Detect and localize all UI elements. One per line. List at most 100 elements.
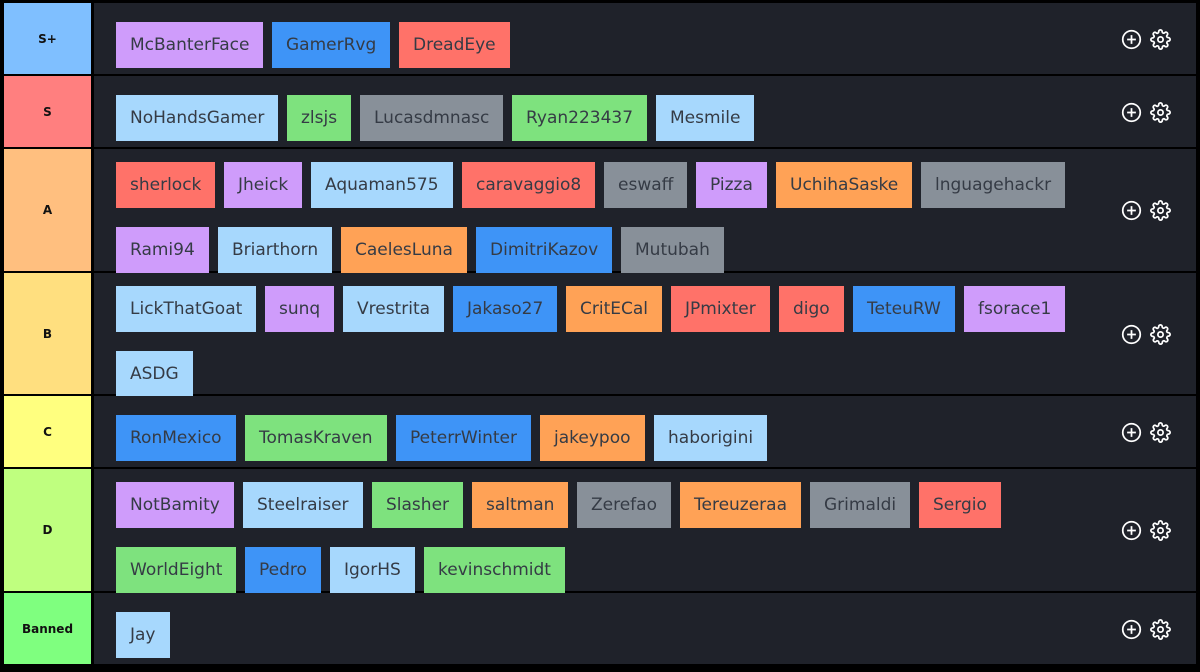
- gear-icon: [1149, 421, 1171, 443]
- tier-item[interactable]: NoHandsGamer: [116, 95, 279, 141]
- tier-item[interactable]: sunq: [265, 286, 335, 332]
- gear-icon: [1149, 519, 1171, 541]
- tier-item[interactable]: GamerRvg: [272, 22, 391, 68]
- tier-controls: [1110, 3, 1196, 74]
- tier-item[interactable]: CaelesLuna: [341, 227, 467, 273]
- tier-item[interactable]: saltman: [472, 482, 569, 528]
- plus-circle-icon: [1121, 619, 1142, 640]
- tier-item[interactable]: Briarthorn: [218, 227, 333, 273]
- add-row-button[interactable]: [1120, 519, 1142, 541]
- gear-icon: [1149, 28, 1171, 50]
- tier-item[interactable]: Grimaldi: [810, 482, 911, 528]
- tier-row-banned: Banned Jay: [4, 593, 1196, 664]
- tier-item[interactable]: Jheick: [224, 162, 303, 208]
- tier-label[interactable]: B: [4, 273, 91, 394]
- tier-item[interactable]: sherlock: [116, 162, 216, 208]
- tier-label[interactable]: C: [4, 396, 91, 467]
- tier-item[interactable]: PeterrWinter: [396, 415, 531, 461]
- tier-item[interactable]: kevinschmidt: [424, 547, 565, 593]
- tier-label[interactable]: A: [4, 149, 91, 271]
- tier-item[interactable]: JPmixter: [671, 286, 770, 332]
- row-settings-button[interactable]: [1149, 199, 1171, 221]
- tier-item[interactable]: digo: [779, 286, 844, 332]
- tier-item[interactable]: Mutubah: [621, 227, 724, 273]
- tier-controls: [1110, 76, 1196, 147]
- plus-circle-icon: [1121, 422, 1142, 443]
- tier-item[interactable]: caravaggio8: [462, 162, 596, 208]
- tier-item[interactable]: zlsjs: [287, 95, 352, 141]
- row-settings-button[interactable]: [1149, 101, 1171, 123]
- tier-controls: [1110, 149, 1196, 271]
- tier-item[interactable]: Lucasdmnasc: [360, 95, 504, 141]
- tier-item[interactable]: TeteuRW: [853, 286, 955, 332]
- plus-circle-icon: [1121, 29, 1142, 50]
- tier-item[interactable]: Sergio: [919, 482, 1001, 528]
- tier-item[interactable]: Slasher: [372, 482, 464, 528]
- tier-item[interactable]: DreadEye: [399, 22, 510, 68]
- tier-label[interactable]: S: [4, 76, 91, 147]
- tier-item[interactable]: Jay: [116, 612, 170, 658]
- tier-item[interactable]: ASDG: [116, 351, 193, 397]
- tier-item[interactable]: haborigini: [654, 415, 768, 461]
- gear-icon: [1149, 101, 1171, 123]
- tier-item[interactable]: Tereuzeraa: [680, 482, 802, 528]
- tier-controls: [1110, 593, 1196, 664]
- add-row-button[interactable]: [1120, 28, 1142, 50]
- add-row-button[interactable]: [1120, 101, 1142, 123]
- tier-item[interactable]: IgorHS: [330, 547, 415, 593]
- tier-item[interactable]: Pizza: [696, 162, 767, 208]
- tier-item[interactable]: RonMexico: [116, 415, 236, 461]
- gear-icon: [1149, 199, 1171, 221]
- tier-item[interactable]: Jakaso27: [453, 286, 558, 332]
- tier-item[interactable]: Mesmile: [656, 95, 755, 141]
- tier-controls: [1110, 469, 1196, 591]
- tier-controls: [1110, 273, 1196, 394]
- row-settings-button[interactable]: [1149, 618, 1171, 640]
- add-row-button[interactable]: [1120, 421, 1142, 443]
- tier-item[interactable]: NotBamity: [116, 482, 234, 528]
- tier-label[interactable]: S+: [4, 3, 91, 74]
- tier-item[interactable]: Vrestrita: [343, 286, 445, 332]
- tier-controls: [1110, 396, 1196, 467]
- tier-item[interactable]: Aquaman575: [311, 162, 453, 208]
- tier-item[interactable]: lnguagehackr: [921, 162, 1066, 208]
- tier-item[interactable]: Steelraiser: [243, 482, 363, 528]
- tier-item[interactable]: fsorace1: [964, 286, 1066, 332]
- tier-item[interactable]: Rami94: [116, 227, 209, 273]
- tier-item[interactable]: WorldEight: [116, 547, 237, 593]
- tier-item[interactable]: DimitriKazov: [476, 227, 613, 273]
- row-settings-button[interactable]: [1149, 28, 1171, 50]
- tier-item[interactable]: McBanterFace: [116, 22, 264, 68]
- tier-item[interactable]: Pedro: [245, 547, 321, 593]
- tier-item[interactable]: UchihaSaske: [776, 162, 913, 208]
- add-row-button[interactable]: [1120, 618, 1142, 640]
- gear-icon: [1149, 618, 1171, 640]
- tier-item[interactable]: Zerefao: [577, 482, 671, 528]
- add-row-button[interactable]: [1120, 199, 1142, 221]
- tier-item[interactable]: eswaff: [604, 162, 688, 208]
- add-row-button[interactable]: [1120, 323, 1142, 345]
- tier-item[interactable]: LickThatGoat: [116, 286, 257, 332]
- gear-icon: [1149, 323, 1171, 345]
- row-settings-button[interactable]: [1149, 421, 1171, 443]
- tier-item[interactable]: TomasKraven: [245, 415, 387, 461]
- tier-items-area[interactable]: Jay: [94, 593, 1110, 664]
- tier-item[interactable]: Ryan223437: [512, 95, 648, 141]
- row-settings-button[interactable]: [1149, 323, 1171, 345]
- row-settings-button[interactable]: [1149, 519, 1171, 541]
- tier-item[interactable]: CritECal: [566, 286, 662, 332]
- tier-label[interactable]: Banned: [4, 593, 91, 664]
- tier-item[interactable]: jakeypoo: [540, 415, 645, 461]
- tier-label[interactable]: D: [4, 469, 91, 591]
